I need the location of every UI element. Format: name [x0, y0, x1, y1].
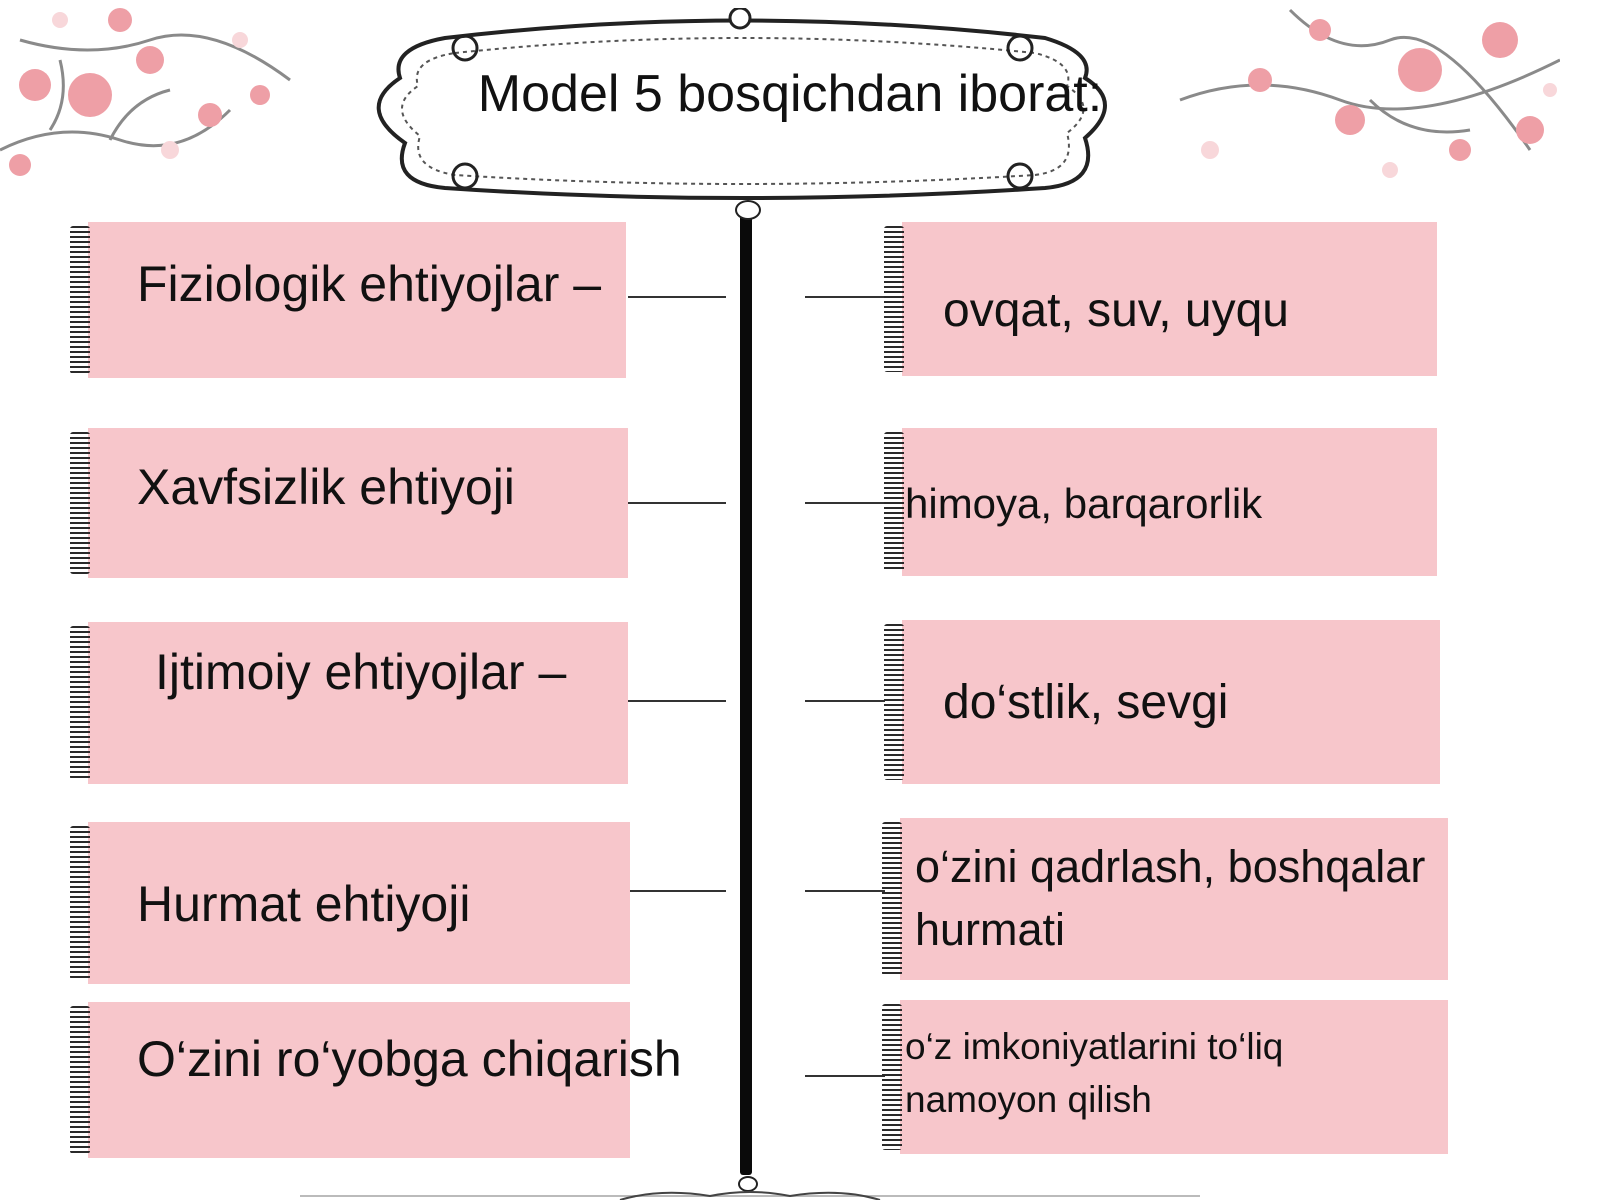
title-frame	[376, 8, 1107, 200]
spiral-binding	[882, 1004, 902, 1150]
spiral-binding	[70, 826, 90, 980]
connector-left-1	[628, 296, 726, 298]
spine-top-knob	[735, 200, 761, 220]
need-label-5: O‘zini ro‘yobga chiqarish	[137, 1031, 682, 1087]
center-spine	[740, 210, 752, 1175]
example-label-1: ovqat, suv, uyqu	[943, 284, 1289, 337]
need-label-3: Ijtimoiy ehtiyojlar –	[155, 644, 567, 700]
example-card-4	[882, 818, 1448, 980]
need-card-4	[70, 822, 630, 984]
need-card-3	[70, 622, 628, 784]
example-card-1	[884, 222, 1437, 376]
connector-right-4	[805, 890, 885, 892]
connector-left-3	[628, 700, 726, 702]
connector-left-2	[628, 502, 726, 504]
example-label-2: himoya, barqarorlik	[905, 480, 1263, 527]
connector-right-1	[805, 296, 885, 298]
spiral-binding	[70, 432, 90, 574]
connector-right-3	[805, 700, 885, 702]
need-card-1	[70, 222, 626, 378]
spiral-binding	[884, 624, 904, 780]
diagram-title: Model 5 bosqichdan iborat:	[477, 65, 1103, 123]
need-card-5	[70, 1002, 630, 1158]
connector-right-2	[805, 502, 885, 504]
example-card-2	[884, 428, 1437, 576]
spiral-binding	[70, 226, 90, 374]
need-card-2	[70, 428, 628, 578]
spiral-binding	[884, 226, 904, 372]
example-card-5	[882, 1000, 1448, 1154]
example-label-3: do‘stlik, sevgi	[943, 676, 1229, 729]
spiral-binding	[70, 1006, 90, 1154]
example-label-5: o‘z imkoniyatlarini to‘liq namoyon qilis…	[905, 1026, 1284, 1120]
need-label-1: Fiziologik ehtiyojlar –	[137, 256, 602, 312]
connector-right-5	[805, 1075, 885, 1077]
need-label-4: Hurmat ehtiyoji	[137, 876, 471, 932]
flower-decoration-left	[0, 8, 291, 176]
flower-decoration-right	[1179, 8, 1560, 178]
bottom-ornament	[300, 1191, 1200, 1200]
spiral-binding	[70, 626, 90, 780]
spiral-binding	[882, 822, 902, 976]
connector-left-4	[630, 890, 726, 892]
example-card-3	[884, 620, 1440, 784]
spiral-binding	[884, 432, 904, 572]
need-label-2: Xavfsizlik ehtiyoji	[137, 459, 515, 515]
spine-bottom-knob	[738, 1176, 758, 1192]
example-label-4: o‘zini qadrlash, boshqalar hurmati	[915, 841, 1426, 955]
